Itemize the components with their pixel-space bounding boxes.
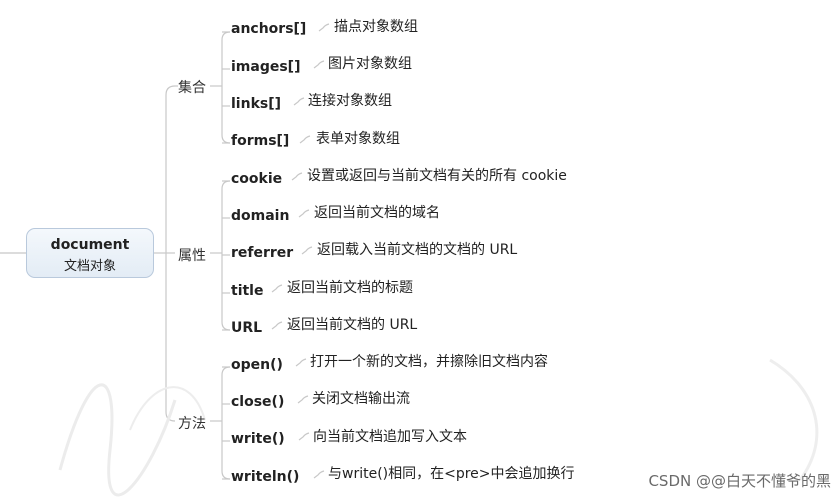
item-links[interactable]: links[]: [231, 96, 282, 112]
csdn-watermark: CSDN @@白天不懂爷的黑: [648, 472, 831, 490]
desc-anchors: 描点对象数组: [334, 19, 418, 35]
category-properties[interactable]: 属性: [178, 248, 206, 264]
item-cookie[interactable]: cookie: [231, 171, 283, 187]
desc-images: 图片对象数组: [328, 56, 412, 72]
desc-hook-3: [299, 135, 311, 144]
item-url[interactable]: URL: [231, 320, 263, 336]
desc-hook-12: [313, 470, 325, 479]
category-collections[interactable]: 集合: [178, 80, 206, 96]
desc-links: 连接对象数组: [308, 93, 392, 109]
desc-forms: 表单对象数组: [316, 131, 400, 147]
item-close[interactable]: close(): [231, 394, 285, 410]
desc-cookie: 设置或返回与当前文档有关的所有 cookie: [307, 168, 567, 184]
desc-hook-7: [271, 284, 283, 293]
item-anchors[interactable]: anchors[]: [231, 21, 307, 37]
item-images[interactable]: images[]: [231, 59, 301, 75]
item-domain[interactable]: domain: [231, 208, 290, 224]
desc-url: 返回当前文档的 URL: [287, 317, 418, 333]
desc-write: 向当前文档追加写入文本: [313, 429, 467, 445]
desc-hook-0: [318, 23, 330, 32]
desc-hook-5: [298, 209, 310, 218]
desc-hook-9: [295, 358, 307, 367]
root-title: document: [50, 237, 130, 253]
root-subtitle: 文档对象: [63, 259, 116, 274]
desc-close: 关闭文档输出流: [312, 391, 410, 407]
root-node[interactable]: document 文档对象: [26, 228, 154, 278]
desc-hook-4: [291, 172, 303, 181]
desc-open: 打开一个新的文档，并擦除旧文档内容: [310, 354, 548, 370]
desc-hook-1: [313, 60, 325, 69]
item-referrer[interactable]: referrer: [231, 245, 294, 261]
category-methods[interactable]: 方法: [178, 416, 206, 432]
desc-hook-6: [301, 246, 313, 255]
desc-domain: 返回当前文档的域名: [314, 205, 440, 221]
item-open[interactable]: open(): [231, 357, 283, 373]
desc-writeln: 与write()相同，在<pre>中会追加换行: [328, 466, 575, 482]
desc-hook-2: [293, 97, 305, 106]
desc-hook-8: [271, 321, 283, 330]
item-title[interactable]: title: [231, 283, 264, 299]
desc-title: 返回当前文档的标题: [287, 280, 413, 296]
item-writeln[interactable]: writeln(): [231, 469, 300, 485]
item-write[interactable]: write(): [231, 431, 285, 447]
item-forms[interactable]: forms[]: [231, 133, 290, 149]
desc-hook-10: [297, 395, 309, 404]
desc-referrer: 返回载入当前文档的文档的 URL: [317, 242, 518, 258]
desc-hook-11: [298, 432, 310, 441]
